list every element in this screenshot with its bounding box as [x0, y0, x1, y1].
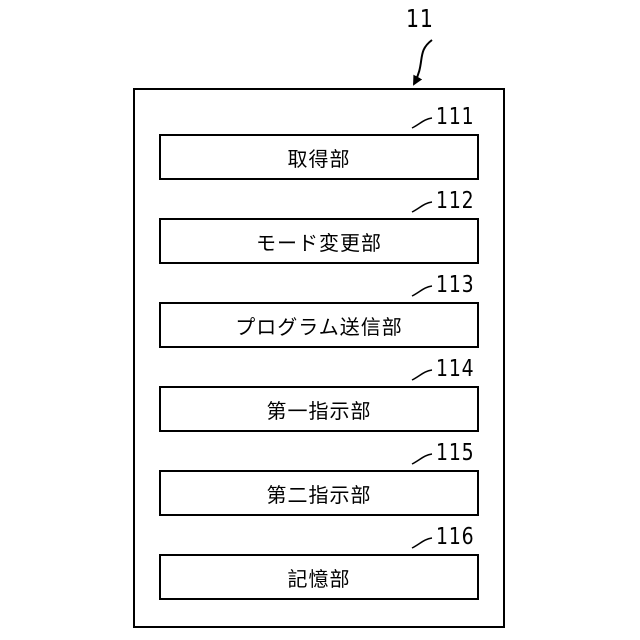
second-instruction-unit-label: 第二指示部	[267, 479, 372, 508]
component-reference-114: 114	[436, 356, 474, 382]
program-transmission-unit-label: プログラム送信部	[235, 311, 402, 340]
mode-change-unit-box: モード変更部	[159, 218, 479, 264]
first-instruction-unit-box: 第一指示部	[159, 386, 479, 432]
acquisition-unit-label: 取得部	[288, 143, 351, 172]
component-reference-116: 116	[436, 524, 474, 550]
device-reference-label: 11	[406, 4, 434, 34]
storage-unit-box: 記憶部	[159, 554, 479, 600]
acquisition-unit-box: 取得部	[159, 134, 479, 180]
device-leader-arrow	[414, 40, 432, 84]
program-transmission-unit-box: プログラム送信部	[159, 302, 479, 348]
component-reference-113: 113	[436, 272, 474, 298]
second-instruction-unit-box: 第二指示部	[159, 470, 479, 516]
storage-unit-label: 記憶部	[288, 563, 351, 592]
component-reference-111: 111	[436, 104, 474, 130]
component-reference-115: 115	[436, 440, 474, 466]
component-reference-112: 112	[436, 188, 474, 214]
mode-change-unit-label: モード変更部	[256, 227, 382, 256]
first-instruction-unit-label: 第一指示部	[267, 395, 372, 424]
